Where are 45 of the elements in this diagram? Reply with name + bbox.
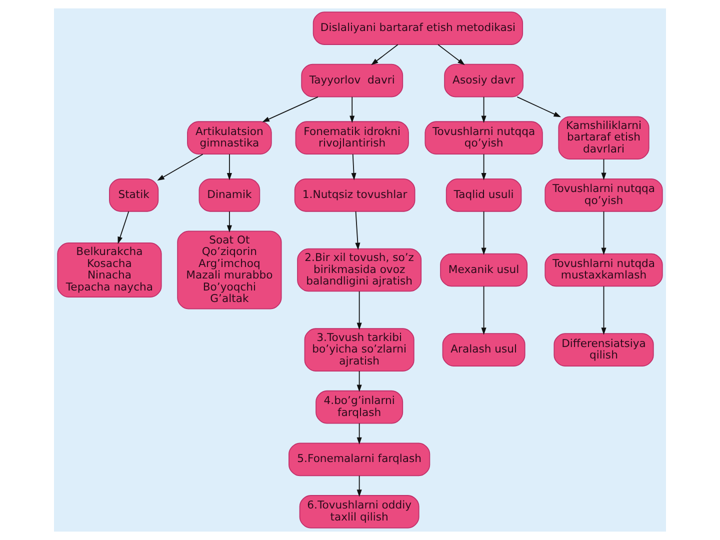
arrow bbox=[371, 44, 398, 66]
node-box: Soat Ot Qo’ziqorin Arg’imchoq Mazali murabbo Bo’yoqchi G’altak bbox=[177, 230, 282, 310]
node-box: 4.bo’g’inlarni farqlash bbox=[316, 390, 404, 424]
node-box: Tovushlarni nutqqa qo’yish bbox=[544, 178, 663, 212]
arrow bbox=[601, 211, 606, 255]
node-box: Artikulatsion gimnastika bbox=[187, 121, 272, 155]
node-box: Tayyorlov davri bbox=[301, 64, 404, 98]
arrow bbox=[481, 211, 486, 255]
arrow bbox=[350, 96, 355, 123]
node-box: 2.Bir xil tovush, so’z birikmasida ovoz balandligini ajratish bbox=[297, 248, 422, 292]
node-box: Asosiy davr bbox=[444, 64, 524, 98]
arrow bbox=[481, 286, 486, 335]
arrow bbox=[226, 211, 232, 232]
node-box: Aralash usul bbox=[442, 333, 526, 366]
node-box: Mexanik usul bbox=[440, 253, 528, 287]
arrow bbox=[481, 154, 486, 180]
arrow bbox=[601, 158, 606, 180]
node-box: Differensiatsiya qilish bbox=[554, 333, 654, 366]
arrow bbox=[356, 290, 362, 330]
node-box: Dislaliyani bartaraf etish metodikasi bbox=[312, 12, 524, 45]
arrow bbox=[516, 96, 561, 118]
arrow bbox=[356, 422, 362, 445]
arrow bbox=[355, 211, 360, 250]
node-box: Dinamik bbox=[198, 178, 260, 212]
arrow bbox=[118, 211, 130, 244]
node-box: Tovushlarni nutqqa qo’yish bbox=[424, 121, 543, 155]
node-box: 1.Nutqsiz tovushlar bbox=[294, 178, 416, 212]
node-box: Taqlid usuli bbox=[446, 178, 522, 212]
arrow bbox=[356, 370, 362, 392]
arrow bbox=[262, 96, 318, 122]
arrow bbox=[226, 154, 232, 180]
arrow bbox=[481, 96, 486, 123]
arrow bbox=[438, 44, 465, 66]
arrow bbox=[157, 154, 204, 181]
node-box: Belkurakcha Kosacha Ninacha Tepacha naycha bbox=[57, 242, 162, 298]
node-box: Kamshiliklarni bartaraf etish davrlari bbox=[558, 116, 650, 160]
node-box: 5.Fonemalarni farqlash bbox=[288, 442, 430, 476]
arrow bbox=[351, 154, 356, 180]
arrow bbox=[356, 475, 362, 497]
node-box: 3.Tovush tarkibi bo’yicha so’zlarni ajratish bbox=[304, 328, 414, 372]
node-box: Fonematik idrokni rivojlantirish bbox=[295, 121, 409, 155]
arrow bbox=[601, 286, 606, 335]
node-box: 6.Tovushlarni oddiy taxlil qilish bbox=[299, 495, 420, 528]
node-box: Tovushlarni nutqda mustaxkamlash bbox=[544, 253, 663, 287]
node-box: Statik bbox=[109, 178, 159, 212]
